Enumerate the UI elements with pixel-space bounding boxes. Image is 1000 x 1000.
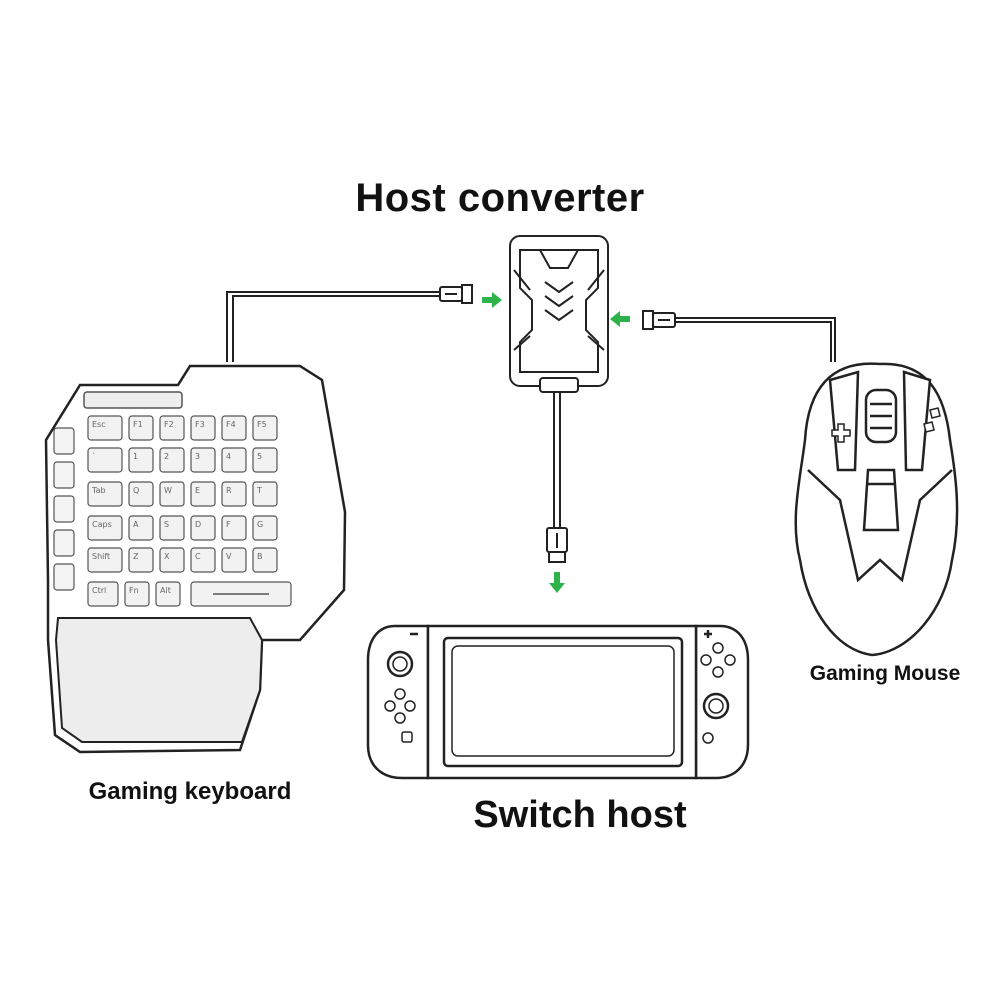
key-label: B bbox=[257, 552, 263, 561]
keyboard-key: D bbox=[190, 515, 216, 541]
key-label: 5 bbox=[257, 452, 262, 461]
key-label: F5 bbox=[257, 420, 267, 429]
key-label: F1 bbox=[133, 420, 143, 429]
key-label: G bbox=[257, 520, 263, 529]
keyboard-key: X bbox=[159, 547, 185, 573]
keyboard-key: Alt bbox=[155, 581, 181, 607]
key-label: C bbox=[195, 552, 201, 561]
key-label: Z bbox=[133, 552, 139, 561]
keyboard-key: 4 bbox=[221, 447, 247, 473]
key-label: F4 bbox=[226, 420, 236, 429]
usb-plug-icon bbox=[439, 284, 473, 304]
keyboard-key: F2 bbox=[159, 415, 185, 441]
space-key bbox=[190, 581, 292, 607]
key-label: F2 bbox=[164, 420, 174, 429]
key-label: Q bbox=[133, 486, 139, 495]
key-label: Tab bbox=[91, 486, 106, 495]
key-label: R bbox=[226, 486, 232, 495]
keyboard-key: Z bbox=[128, 547, 154, 573]
keyboard-key: Shift bbox=[87, 547, 123, 573]
keyboard-key: 3 bbox=[190, 447, 216, 473]
key-label: E bbox=[195, 486, 200, 495]
keyboard-key: E bbox=[190, 481, 216, 507]
key-label: 2 bbox=[164, 452, 169, 461]
key-label: Alt bbox=[160, 586, 171, 595]
switch-host-label: Switch host bbox=[473, 794, 687, 836]
cable-keyboard bbox=[226, 291, 440, 362]
keyboard-key: S bbox=[159, 515, 185, 541]
keyboard-key: B bbox=[252, 547, 278, 573]
keyboard-key: A bbox=[128, 515, 154, 541]
gaming-keyboard-label: Gaming keyboard bbox=[88, 778, 292, 805]
arrow-icon bbox=[610, 311, 630, 327]
gaming-mouse-label: Gaming Mouse bbox=[809, 662, 961, 685]
keyboard-key: R bbox=[221, 481, 247, 507]
key-label: 4 bbox=[226, 452, 231, 461]
keyboard-key: 2 bbox=[159, 447, 185, 473]
keyboard-key: G bbox=[252, 515, 278, 541]
keyboard-key: Ctrl bbox=[87, 581, 119, 607]
keyboard-key: F5 bbox=[252, 415, 278, 441]
arrow-icon bbox=[482, 292, 502, 308]
usb-plug-icon bbox=[546, 527, 568, 563]
keyboard-key: Q bbox=[128, 481, 154, 507]
key-label: F3 bbox=[195, 420, 205, 429]
cable-mouse bbox=[675, 317, 836, 362]
key-label: T bbox=[256, 486, 262, 495]
keyboard-key: 1 bbox=[128, 447, 154, 473]
key-label: X bbox=[164, 552, 170, 561]
keyboard-key: Fn bbox=[124, 581, 150, 607]
usb-plug-icon bbox=[642, 310, 676, 330]
keyboard-key: Esc bbox=[87, 415, 123, 441]
host-converter-label: Host converter bbox=[355, 176, 645, 220]
key-label: W bbox=[164, 486, 172, 495]
key-label: V bbox=[226, 552, 232, 561]
key-label: Caps bbox=[92, 520, 112, 529]
gaming-mouse bbox=[794, 362, 959, 657]
keyboard-key: F4 bbox=[221, 415, 247, 441]
key-label: S bbox=[164, 520, 169, 529]
key-label: F bbox=[226, 520, 231, 529]
keyboard-key: F bbox=[221, 515, 247, 541]
keyboard-key: W bbox=[159, 481, 185, 507]
key-label: Shift bbox=[92, 552, 110, 561]
keyboard-key: Caps bbox=[87, 515, 123, 541]
keyboard-key: F3 bbox=[190, 415, 216, 441]
arrow-icon bbox=[549, 572, 565, 593]
key-label: Fn bbox=[129, 586, 139, 595]
cable-switch bbox=[553, 392, 561, 530]
key-label: Esc bbox=[92, 420, 106, 429]
key-label: ` bbox=[92, 451, 96, 461]
key-label: 3 bbox=[195, 452, 200, 461]
keyboard-key: ` bbox=[87, 447, 123, 473]
key-label: 1 bbox=[133, 452, 138, 461]
key-label: Ctrl bbox=[92, 586, 106, 595]
host-converter-device bbox=[509, 235, 609, 393]
keyboard-key: Tab bbox=[87, 481, 123, 507]
keyboard-key: C bbox=[190, 547, 216, 573]
keyboard-key: V bbox=[221, 547, 247, 573]
keyboard-key: F1 bbox=[128, 415, 154, 441]
keyboard-key: T bbox=[252, 481, 278, 507]
key-label: D bbox=[195, 520, 201, 529]
switch-console bbox=[366, 624, 750, 780]
key-label: A bbox=[133, 520, 139, 529]
keyboard-key: 5 bbox=[252, 447, 278, 473]
